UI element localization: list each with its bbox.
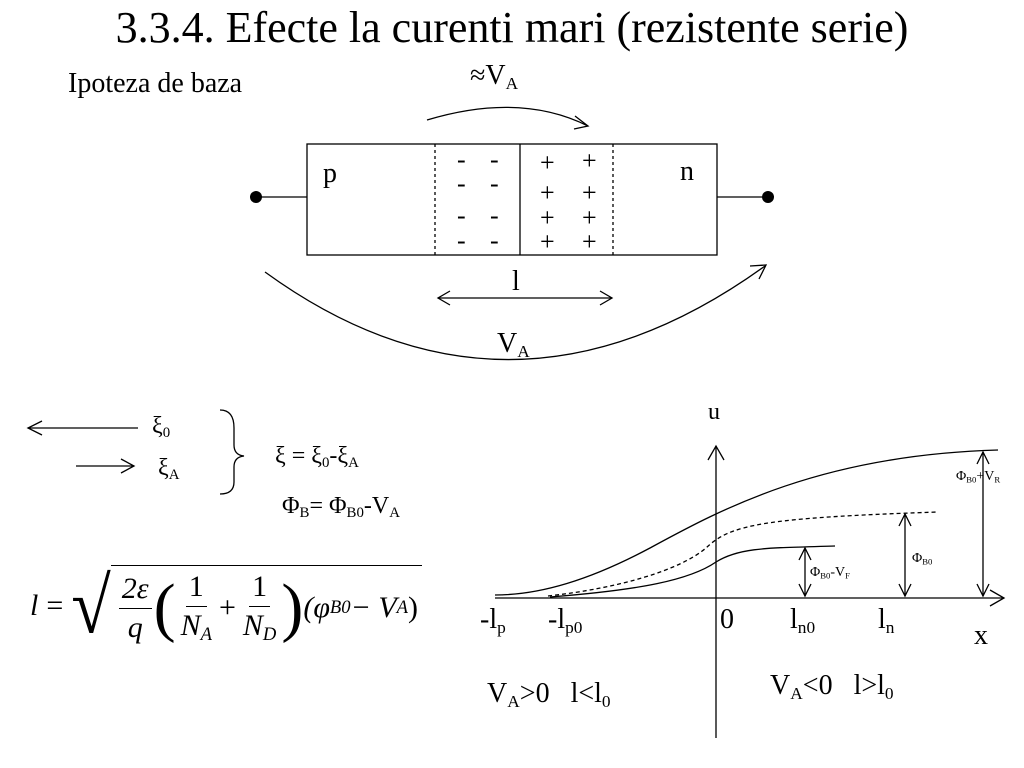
junction-voltage-arrowhead (573, 115, 590, 130)
tick-ln0: ln0 (790, 604, 816, 637)
width-label: l (512, 266, 520, 297)
tick-lp: -lp (480, 604, 506, 637)
hypothesis-label: Ipoteza de baza (68, 68, 243, 99)
tick-zero: 0 (720, 604, 734, 635)
curly-brace (219, 409, 245, 495)
applied-voltage-arrowhead (749, 264, 768, 280)
tick-ln: ln (878, 604, 895, 637)
n-region-label: n (680, 156, 694, 187)
junction-voltage-arc (426, 106, 589, 127)
x-axis-label: x (974, 620, 988, 651)
tick-lp0: -lp0 (548, 604, 583, 637)
terminal-right-dot (762, 191, 774, 203)
applied-voltage-curve (264, 265, 766, 361)
phi-equation: ΦB= ΦB0-VA (282, 493, 400, 522)
p-region-label: p (323, 158, 337, 189)
xi0-label: ξ0 (152, 413, 171, 442)
curve-forward-bias (549, 545, 836, 598)
applied-voltage-label: VA (497, 328, 530, 361)
dim-equilibrium-label: ΦB0 (912, 551, 933, 567)
forward-bias-condition: VA>0 l<l0 (487, 678, 611, 711)
curve-reverse-bias (494, 449, 999, 596)
reverse-bias-condition: VA<0 l>l0 (770, 670, 894, 703)
xiA-label: ξA (158, 455, 180, 484)
terminal-left-dot (250, 191, 262, 203)
curve-equilibrium (547, 511, 939, 597)
xi-equation: ξ = ξ0-ξA (275, 443, 359, 472)
dim-reverse-label: ΦB0+VR (956, 469, 1001, 485)
junction-approx-voltage: ≈VA (470, 60, 519, 93)
slide-title: 3.3.4. Efecte la curenti mari (rezistent… (115, 3, 909, 52)
y-axis-label: u (708, 399, 720, 425)
junction-box (306, 143, 718, 256)
dim-forward-label: ΦB0-VF (810, 565, 850, 581)
